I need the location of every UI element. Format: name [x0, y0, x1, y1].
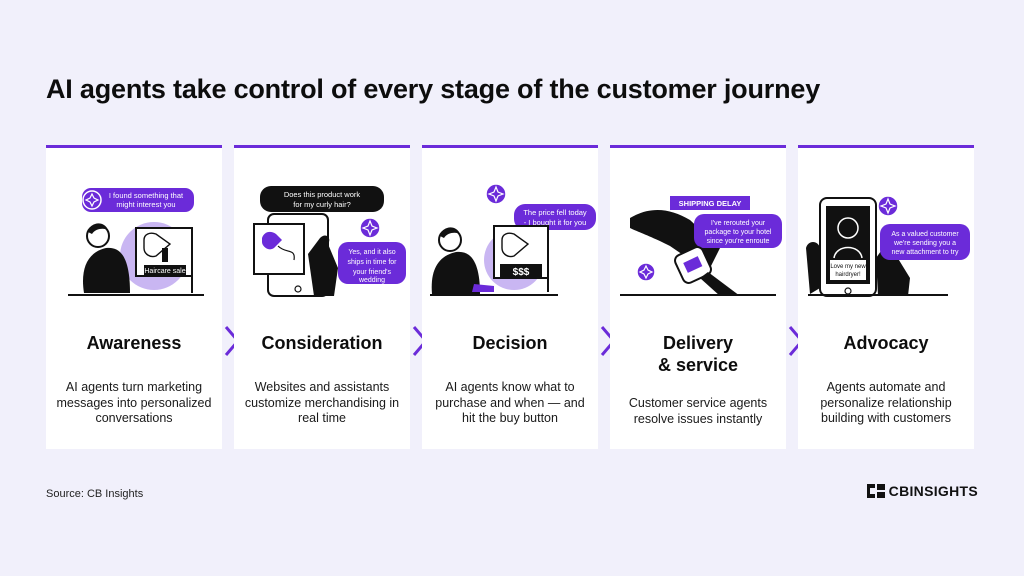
- stage-description: Customer service agents resolve issues i…: [628, 396, 768, 426]
- sparkle-icon: [361, 219, 379, 237]
- consideration-bubble2-line3: your friend's: [353, 269, 391, 276]
- consideration-bubble1-line2: for my curly hair?: [293, 200, 351, 209]
- decision-bubble-line2: - I bought it for you: [524, 218, 587, 227]
- advocacy-bubble-line2: we're sending you a: [893, 240, 956, 247]
- awareness-tag: Haircare sale: [144, 268, 185, 275]
- awareness-bubble-line1: I found something that: [109, 191, 184, 200]
- stage-card-consideration: Does this product work for my curly hair…: [234, 145, 410, 449]
- advocacy-tag-line2: hairdryer!: [835, 272, 861, 278]
- page-title: AI agents take control of every stage of…: [46, 74, 821, 104]
- stage-description: AI agents know what to purchase and when…: [435, 380, 585, 425]
- stage-name: Decision: [472, 333, 548, 353]
- consideration-bubble2-line1: Yes, and it also: [348, 249, 395, 256]
- advocacy-tag-line1: Love my new: [830, 264, 866, 270]
- sparkle-icon: [879, 197, 897, 215]
- advocacy-illustration: Love my new hairdryer! As a valued custo…: [806, 195, 970, 297]
- consideration-bubble1-line1: Does this product work: [284, 190, 361, 199]
- source-note: Source: CB Insights: [46, 488, 144, 500]
- advocacy-bubble-line1: As a valued customer: [891, 231, 959, 238]
- cb-insights-logo: CBINSIGHTS: [866, 483, 978, 499]
- delivery-bubble-line1: I've rerouted your: [711, 220, 766, 227]
- cb-logo-icon: [866, 484, 885, 498]
- stage-description: AI agents turn marketing messages into p…: [56, 380, 212, 425]
- stage-card-advocacy: Love my new hairdryer! As a valued custo…: [798, 145, 974, 449]
- stage-card-decision: The price fell today - I bought it for y…: [422, 145, 598, 449]
- decision-illustration: The price fell today - I bought it for y…: [430, 183, 596, 296]
- sparkle-icon: [84, 192, 100, 208]
- sparkle-icon: [638, 264, 654, 280]
- delivery-bubble-line2: package to your hotel: [705, 229, 772, 236]
- stage-name: Advocacy: [843, 333, 929, 353]
- stage-card-delivery: SHIPPING DELAY I've rerouted your packag…: [610, 145, 786, 449]
- stage-name-line2: & service: [657, 355, 739, 375]
- customer-journey-stages: I found something that might interest yo…: [46, 145, 978, 449]
- sparkle-icon: [487, 185, 505, 203]
- delivery-illustration: SHIPPING DELAY I've rerouted your packag…: [620, 196, 782, 296]
- logo-text: CBINSIGHTS: [888, 483, 978, 499]
- stage-name: Consideration: [261, 333, 383, 353]
- awareness-bubble-line2: might interest you: [116, 200, 175, 209]
- stage-name-line1: Delivery: [662, 333, 734, 353]
- consideration-bubble2-line4: wedding: [358, 277, 385, 284]
- decision-bubble-line1: The price fell today: [523, 208, 587, 217]
- delivery-bubble-line3: since you're enroute: [707, 238, 770, 245]
- stage-name: Awareness: [86, 333, 182, 353]
- awareness-illustration: I found something that might interest yo…: [68, 188, 204, 296]
- consideration-illustration: Does this product work for my curly hair…: [253, 186, 406, 297]
- stage-description: Agents automate and personalize relation…: [820, 380, 952, 425]
- shipping-delay-banner: SHIPPING DELAY: [679, 199, 742, 208]
- advocacy-bubble-line3: new attachment to try: [892, 249, 959, 256]
- stage-card-awareness: I found something that might interest yo…: [46, 145, 222, 449]
- decision-tag: $$$: [513, 267, 530, 278]
- consideration-bubble2-line2: ships in time for: [347, 259, 397, 266]
- stage-description: Websites and assistants customize mercha…: [244, 380, 400, 425]
